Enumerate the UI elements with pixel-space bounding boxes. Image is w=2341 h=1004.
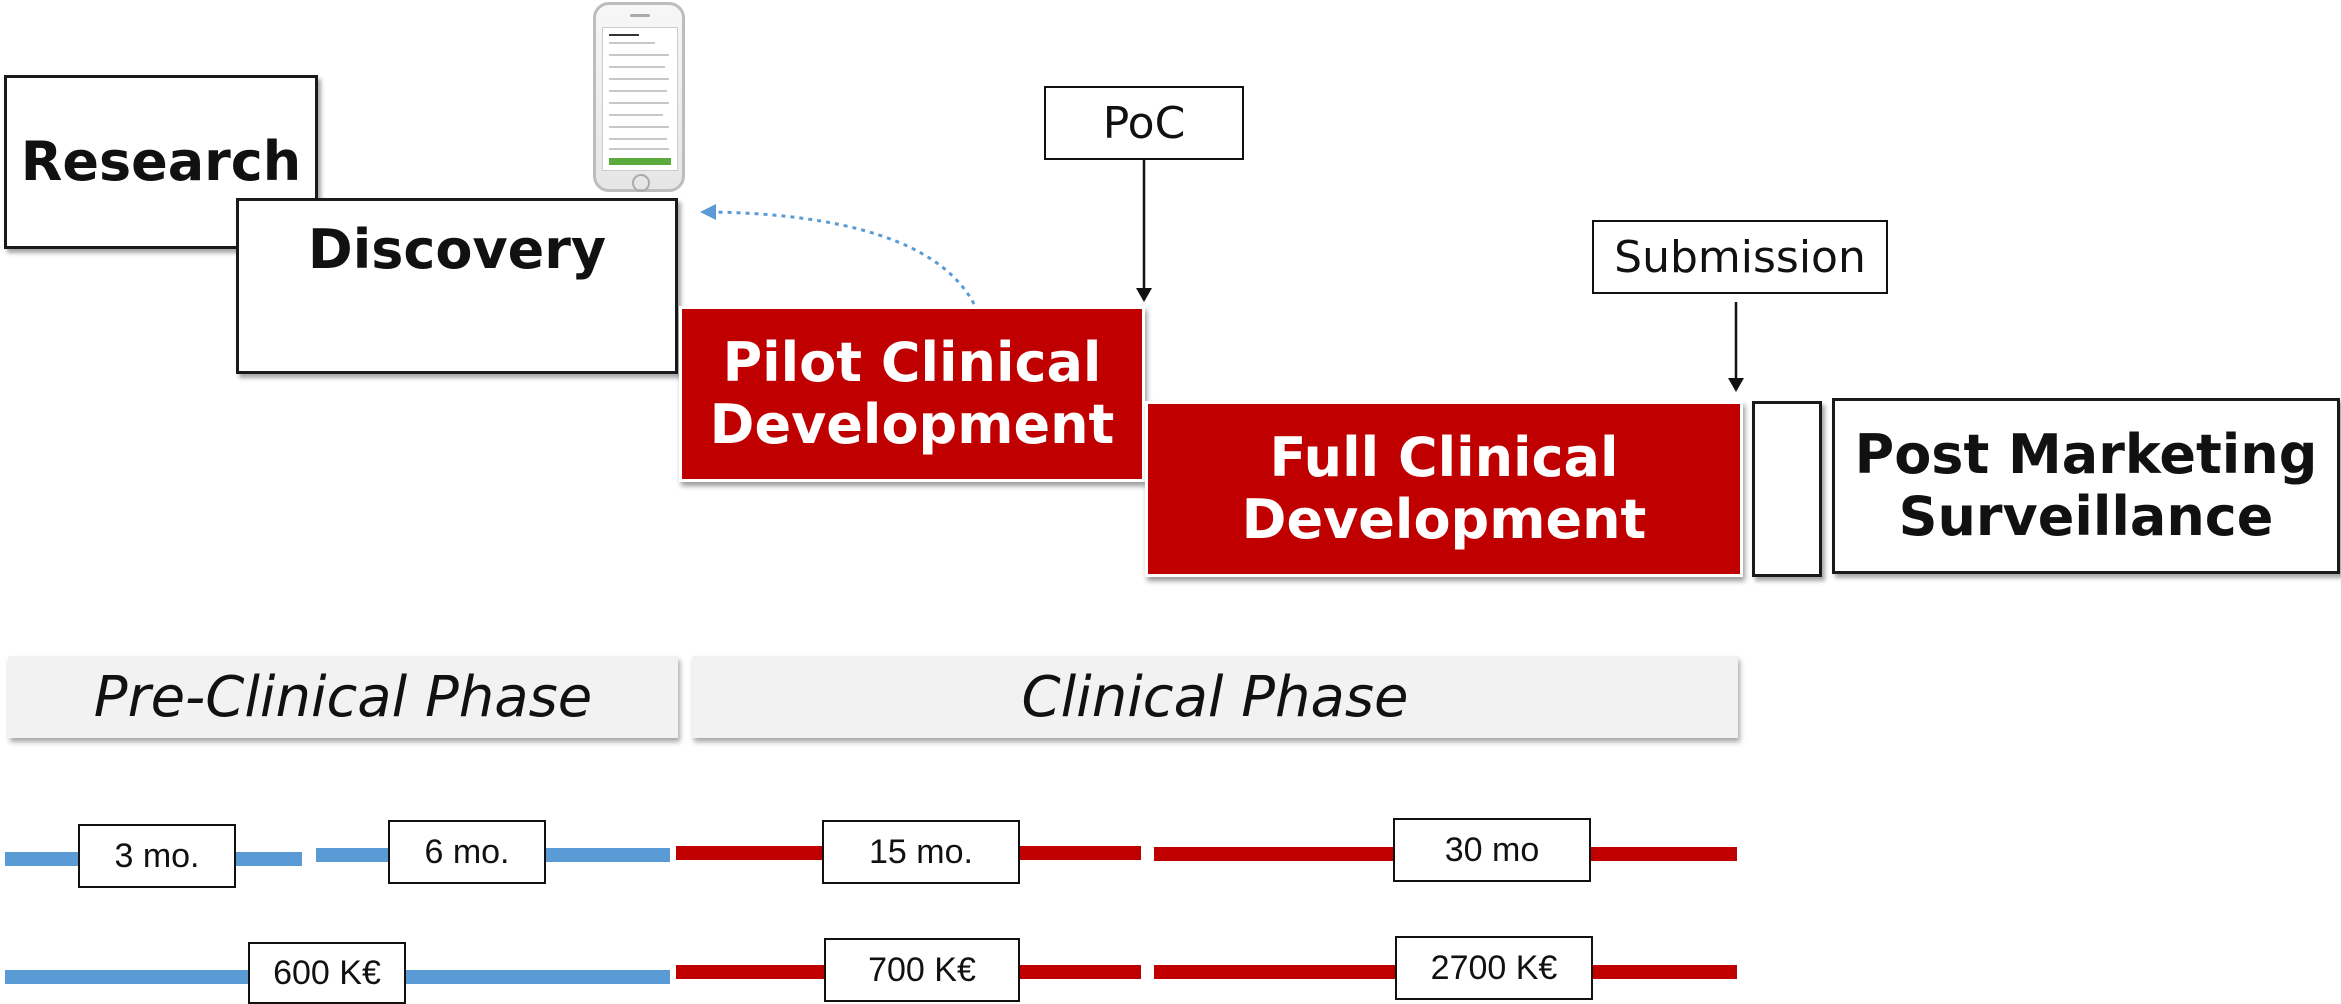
smartphone-app-icon — [593, 2, 685, 192]
cost-full-label: 2700 K€ — [1395, 936, 1593, 1000]
pilot-label-line2: Development — [709, 393, 1115, 456]
duration-research-label: 6 mo. — [388, 820, 546, 884]
submission-milestone-label: Submission — [1592, 220, 1888, 294]
research-box: Research — [4, 75, 318, 249]
pilot-to-phone-arrow — [711, 210, 976, 305]
post-label-line2: Surveillance — [1898, 485, 2274, 548]
duration-discovery-label: 3 mo. — [78, 824, 236, 888]
submission-arrowhead — [1728, 378, 1744, 392]
pilot-to-phone-arrowhead — [700, 204, 716, 220]
discovery-label: Discovery — [307, 218, 607, 281]
full-label-line1: Full Clinical — [1269, 425, 1619, 489]
cost-pilot-label: 700 K€ — [824, 938, 1020, 1002]
full-label-line2: Development — [1241, 488, 1647, 551]
poc-arrowhead — [1136, 288, 1152, 302]
discovery-box: Discovery — [236, 198, 678, 374]
preclinical-phase-band: Pre-Clinical Phase — [8, 656, 678, 738]
pilot-clinical-development-box: Pilot Clinical Development — [679, 306, 1145, 482]
post-label-line1: Post Marketing — [1854, 422, 2318, 486]
poc-milestone-label: PoC — [1044, 86, 1244, 160]
duration-pilot-label: 15 mo. — [822, 820, 1020, 884]
cost-preclinical-label: 600 K€ — [248, 942, 406, 1004]
research-label: Research — [20, 129, 302, 193]
clinical-phase-band: Clinical Phase — [692, 656, 1738, 738]
submission-gap-box — [1752, 401, 1822, 577]
duration-full-label: 30 mo — [1393, 818, 1591, 882]
post-marketing-surveillance-box: Post Marketing Surveillance — [1832, 398, 2340, 574]
pilot-label-line1: Pilot Clinical — [722, 330, 1102, 394]
full-clinical-development-box: Full Clinical Development — [1145, 401, 1743, 577]
